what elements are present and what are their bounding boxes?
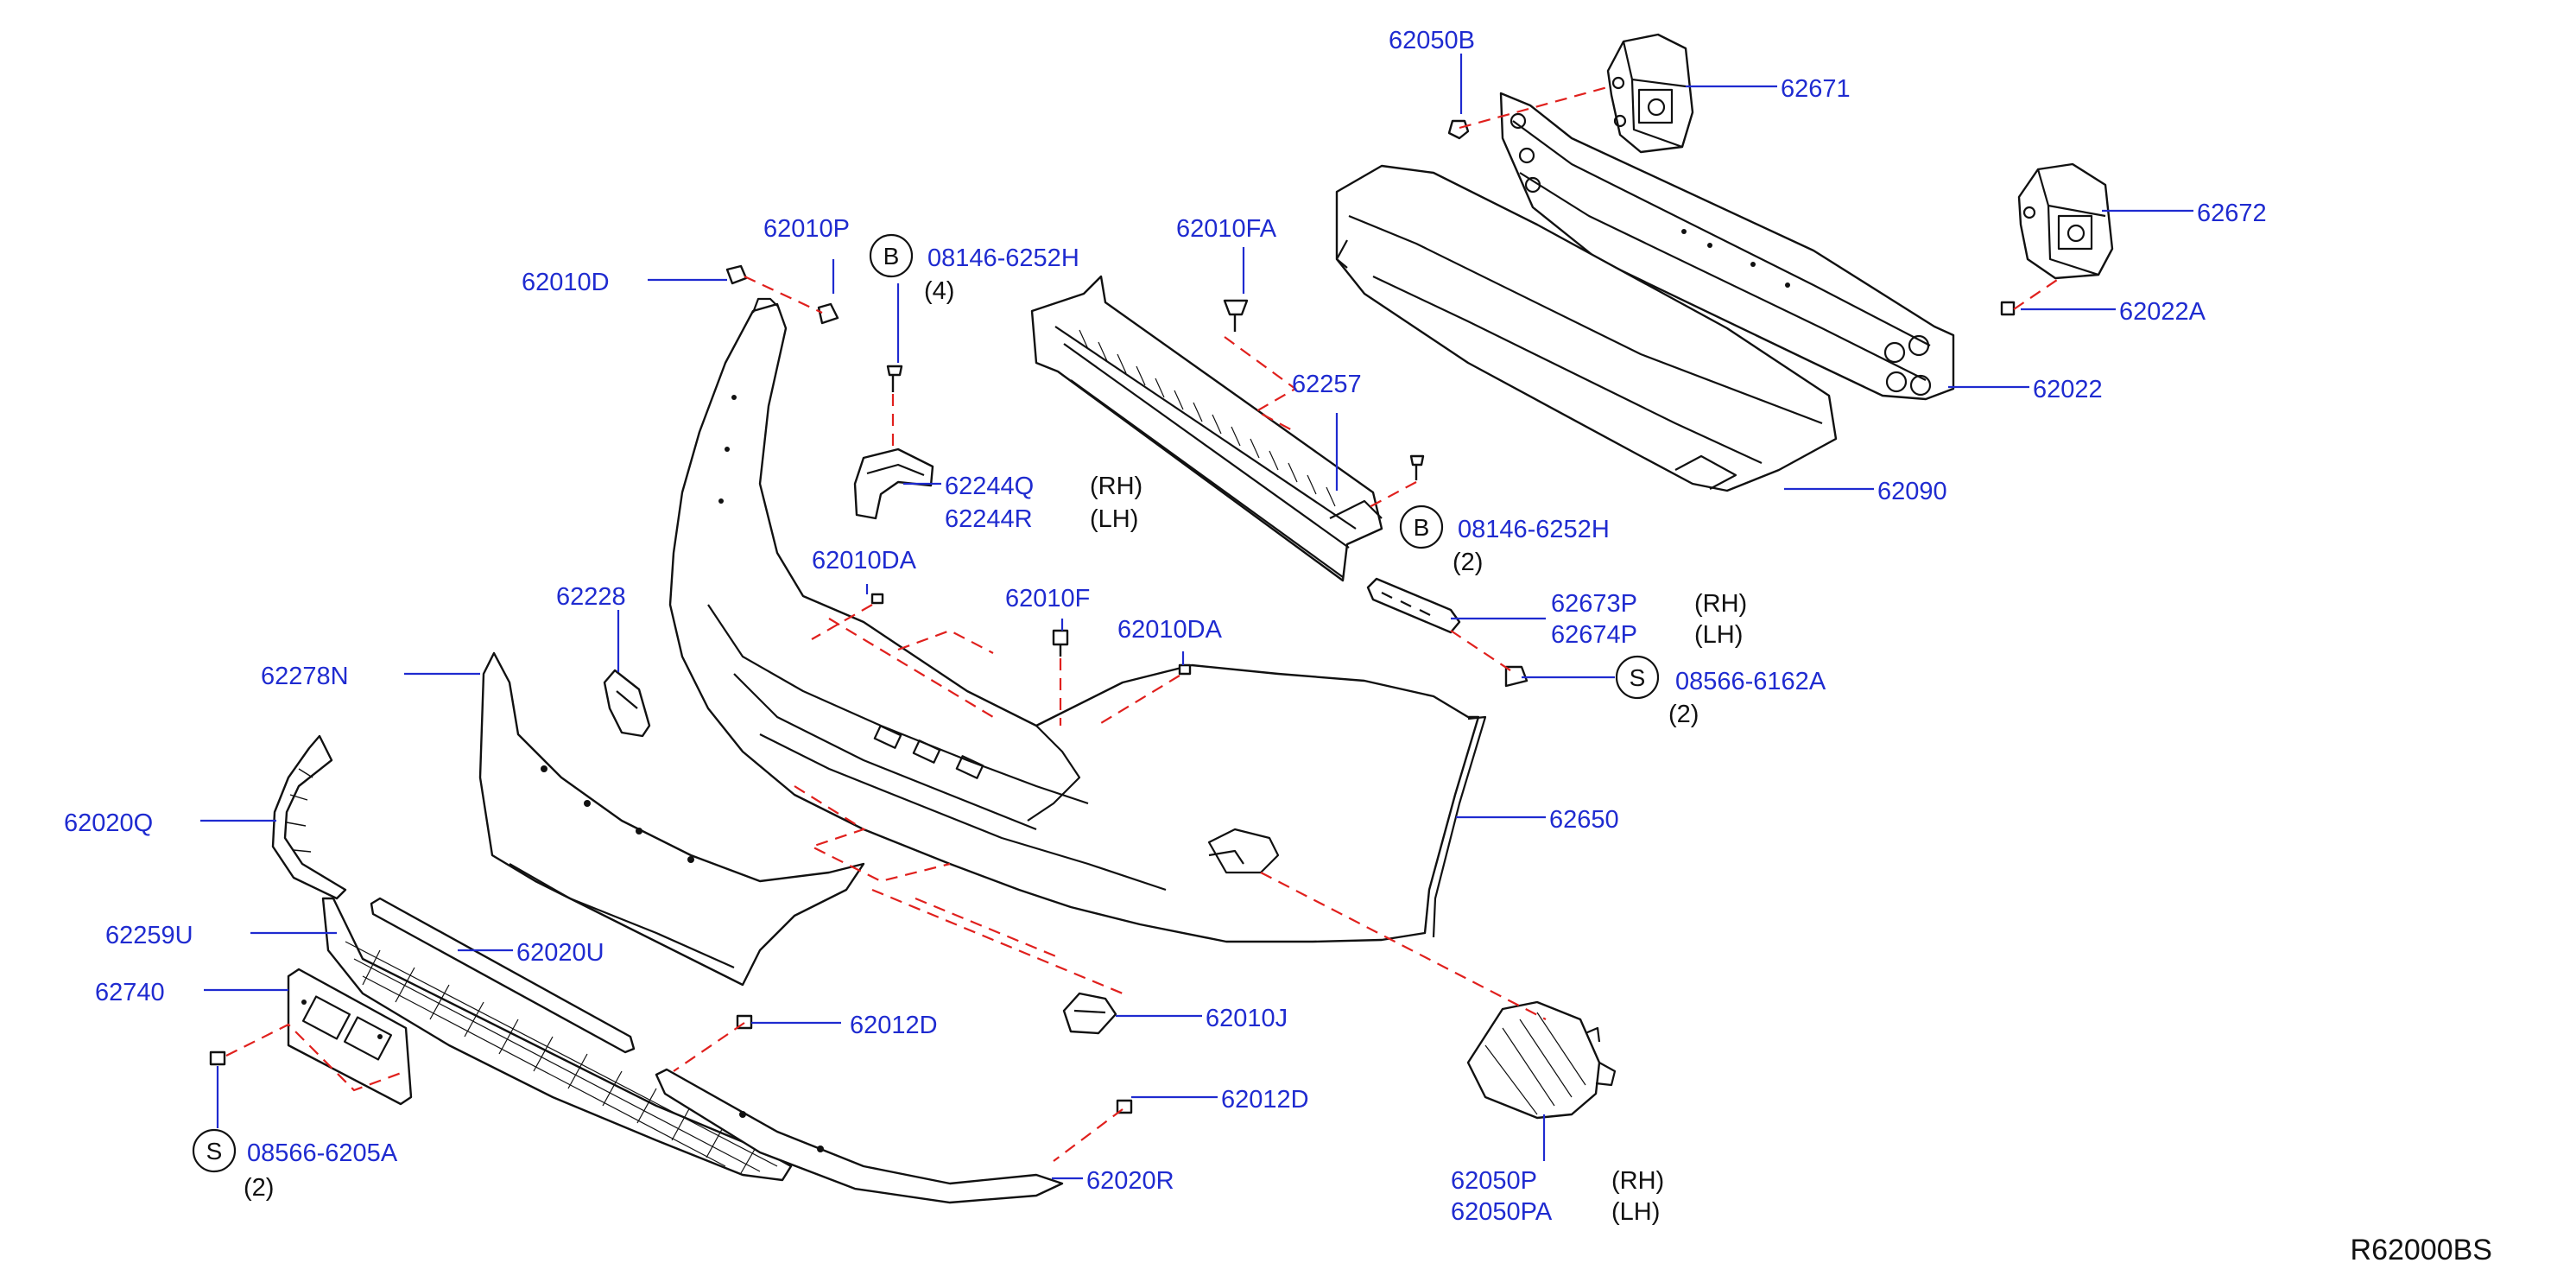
leader-lines [200,54,2193,1180]
label-62010DA-2: 62010DA [1117,616,1223,644]
plate-bracket-62740 [287,968,413,1106]
label-62674P: 62674P [1551,621,1637,649]
note-qty-4: (4) [924,277,954,305]
label-62244Q: 62244Q [945,473,1034,500]
label-62050P: 62050P [1451,1167,1537,1195]
strip-62020U [370,897,636,1054]
badge-b-mid: B [1399,505,1444,549]
upper-grille-62257 [1030,275,1383,582]
label-08146-6252H-mid: 08146-6252H [1458,516,1610,543]
label-62010J: 62010J [1206,1005,1288,1032]
label-62740: 62740 [95,979,165,1006]
lower-grille-62259U [321,897,793,1182]
label-62010FA: 62010FA [1176,215,1277,243]
fasteners [209,119,2016,1114]
part-labels: 62050B 62671 62672 62022A 62022 62090 62… [64,27,2267,1226]
side-bracket-62228 [603,669,651,738]
diagram-reference: R62000BS [2351,1234,2492,1266]
label-62022: 62022 [2033,376,2103,403]
bracket-62672 [2017,162,2114,280]
label-62020Q: 62020Q [64,809,153,837]
label-62050B: 62050B [1389,27,1475,54]
bracket-62671 [1606,33,1694,154]
svg-text:B: B [1414,514,1430,541]
label-62010P: 62010P [763,215,850,243]
note-qty-2-b: (2) [1453,549,1483,576]
badge-b-top: B [869,233,914,278]
label-62090: 62090 [1877,478,1947,505]
label-62050PA: 62050PA [1451,1198,1553,1226]
energy-absorber-62090 [1335,164,1838,492]
label-08146-6252H-top: 08146-6252H [927,244,1079,272]
badge-s-right: S [1615,655,1660,700]
badge-s-left: S [192,1128,237,1173]
label-62673P: 62673P [1551,590,1637,618]
svg-text:B: B [883,243,900,270]
label-62022A: 62022A [2119,298,2206,326]
bumper-fascia-62650 [668,297,1487,943]
bracket-62673P [1366,577,1461,634]
label-62020R: 62020R [1086,1167,1174,1195]
clip-62010J [1062,992,1117,1035]
label-62650: 62650 [1549,806,1619,834]
label-62671: 62671 [1781,75,1851,103]
label-08566-6205A: 08566-6205A [247,1139,398,1167]
label-62228: 62228 [556,583,626,611]
label-62010DA-1: 62010DA [812,547,917,574]
svg-text:S: S [1630,664,1646,691]
svg-text:S: S [206,1138,223,1165]
label-62012D-1: 62012D [850,1012,938,1039]
label-62010D: 62010D [522,269,610,296]
strip-62020R [655,1068,1064,1204]
note-rh-62050: (RH) [1611,1167,1664,1195]
label-62259U: 62259U [105,922,193,949]
label-62672: 62672 [2197,200,2267,227]
label-62012D-2: 62012D [1221,1086,1309,1114]
label-62020U: 62020U [516,939,604,967]
note-rh-62244: (RH) [1090,473,1142,500]
label-62257: 62257 [1292,371,1362,398]
note-qty-2-s1: (2) [1668,701,1699,728]
note-rh-6267x: (RH) [1694,590,1747,618]
chrome-strip-62020Q [271,734,347,900]
lower-cover-62278N [478,651,865,987]
label-62278N: 62278N [261,663,349,690]
assembly-lines [225,85,2060,1162]
note-lh-6267x: (LH) [1694,621,1743,649]
note-lh-62050: (LH) [1611,1198,1660,1226]
reinforcement-beam-62022 [1499,92,1955,401]
label-62244R: 62244R [945,505,1033,533]
notes: (4) (RH) (LH) (2) (RH) (LH) (2) (2) (RH)… [244,277,1747,1226]
fog-cover-62050P [1466,1000,1617,1120]
note-lh-62244: (LH) [1090,505,1138,533]
label-08566-6162A: 08566-6162A [1675,668,1826,695]
note-qty-2-s2: (2) [244,1174,274,1202]
label-62010F: 62010F [1005,585,1090,612]
